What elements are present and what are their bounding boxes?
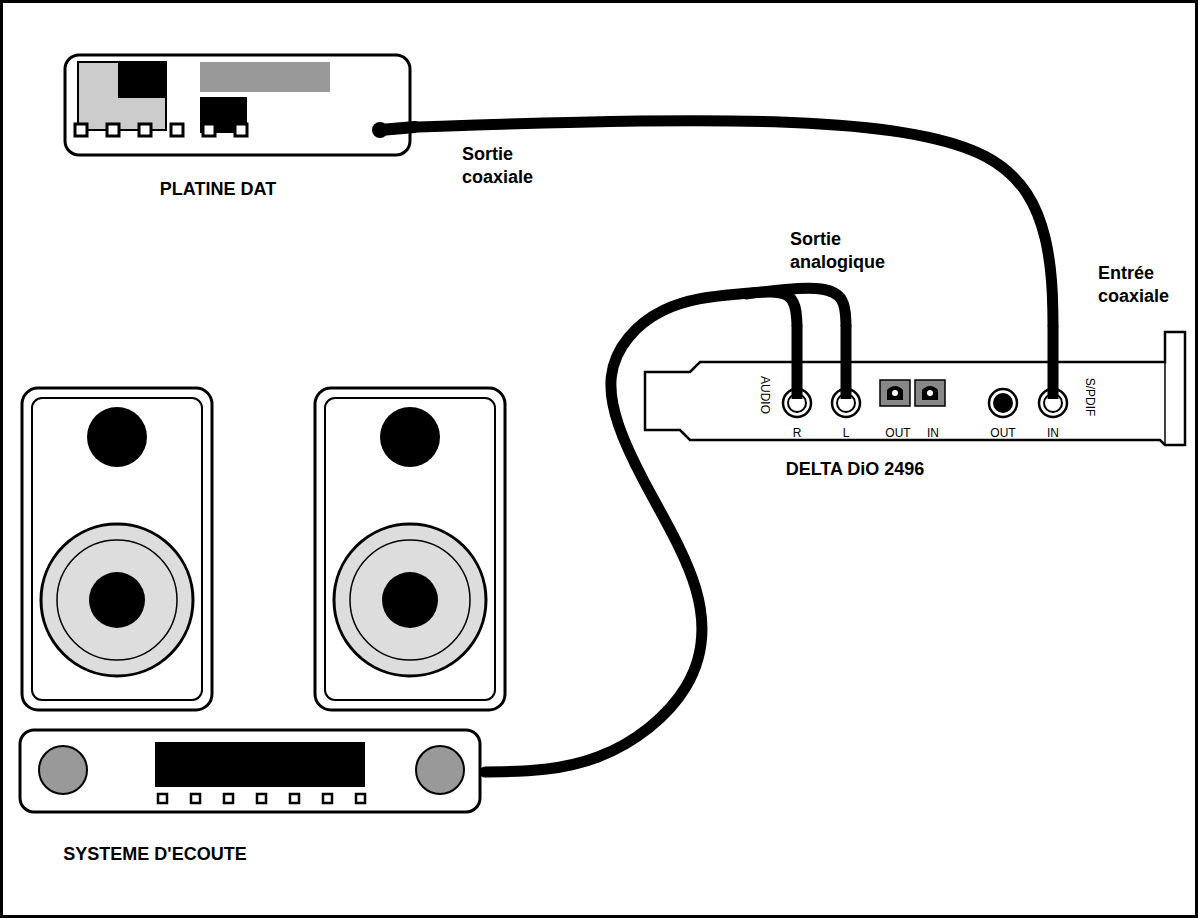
port-label: OUT [990, 426, 1015, 440]
sound-card: DELTA DiO 2496 AUDIO R L OUT IN OUT IN S/PDIF [640, 325, 1190, 485]
port-label: IN [927, 426, 939, 440]
device-name: SYSTEME D'ECOUTE [63, 844, 246, 866]
device-name: DELTA DiO 2496 [786, 459, 925, 481]
cable-label: Sortie coaxiale [462, 143, 533, 190]
cable-label: Sortie analogique [790, 228, 885, 275]
port-label: R [793, 426, 802, 440]
port-caption: Entrée coaxiale [1098, 262, 1169, 309]
port-label: AUDIO [758, 376, 772, 414]
port-label: L [843, 426, 850, 440]
speaker [315, 388, 505, 710]
port-label: IN [1047, 426, 1059, 440]
port-label: OUT [885, 426, 910, 440]
device-name: PLATINE DAT [160, 179, 276, 201]
dat-deck: PLATINE DAT [60, 50, 418, 205]
listening-system: SYSTEME D'ECOUTE [18, 725, 485, 875]
speaker [22, 388, 212, 710]
port-label: S/PDIF [1083, 378, 1097, 417]
